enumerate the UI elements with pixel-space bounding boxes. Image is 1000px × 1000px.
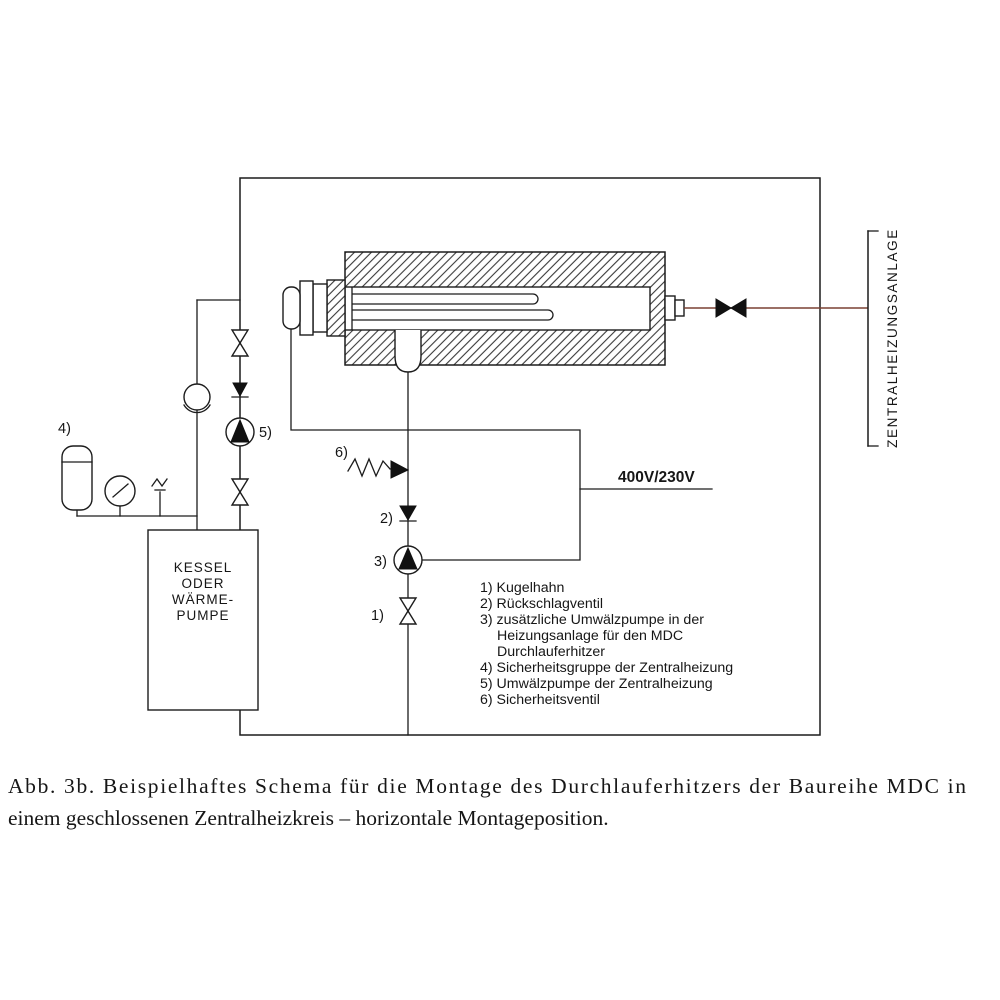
ball-valve-bottom [230,478,250,506]
outlet-fitting-right [664,295,676,321]
left-secondary-pipe [183,299,241,531]
connector-nut [326,279,346,337]
meter-loop [183,404,211,414]
component-markers: 4) 5) 6) 2) 3) 1) [58,421,393,624]
pump-3 [393,545,423,575]
caption-line-2: einem geschlossenen Zentralheizkreis – h… [8,806,609,830]
bottom-outlet-fitting [394,330,422,373]
circuit-boundary [239,177,821,736]
valve-half [230,341,250,357]
voltage-label: 400V/230V [618,469,695,486]
legend-item: 2) Rückschlagventil [480,596,603,612]
check-valve-2 [399,505,417,522]
legend-item: 3) zusätzliche Umwälzpumpe in der [480,612,704,628]
marker-3: 3) [374,554,387,570]
pump-5 [225,417,255,447]
kessel-label-line: WÄRME- [172,592,234,607]
valve-half [398,597,418,613]
heating-element-hairpin [352,309,554,321]
marker-5: 5) [259,425,272,441]
boiler-column [225,329,255,506]
legend-item: 1) Kugelhahn [480,580,564,596]
connector-ring [312,283,328,333]
kessel-outline [147,529,259,711]
marker-2: 2) [380,511,393,527]
control-cable [290,328,581,561]
electrical-end-cap [282,286,301,330]
outlet-fitting-right [674,299,685,317]
heater-mdc [282,251,685,373]
safety-group-4 [61,445,198,517]
marker-6: 6) [335,445,348,461]
valve-half [398,609,418,625]
check-valve-left [231,382,249,398]
marker-1: 1) [371,608,384,624]
connector-ring [299,280,314,336]
ball-valve-1 [398,597,418,625]
legend-item-continuation: Durchlauferhitzer [497,644,605,660]
valve-half [715,298,732,318]
check-valve-cone [232,382,248,398]
safety-valve-6 [347,457,410,479]
legend-item: 5) Umwälzpumpe der Zentralheizung [480,676,713,692]
marker-4: 4) [58,421,71,437]
valve-cone [390,460,410,479]
pressure-gauge [104,475,136,517]
kessel-label-line: PUMPE [176,608,229,623]
valve-half [230,490,250,506]
kessel-box: KESSEL ODER WÄRME- PUMPE [147,529,259,711]
pump-rotor [230,418,250,443]
heater-branch-components [347,457,423,625]
legend: 1) Kugelhahn 2) Rückschlagventil 3) zusä… [480,580,733,708]
meter-symbol [183,383,211,411]
valve-half [730,298,747,318]
electrical-wiring [290,328,713,561]
gauge-needle [112,483,129,498]
shutoff-valve-system [715,298,747,318]
expansion-vessel [61,445,93,511]
pump-rotor [398,546,418,570]
legend-item: 6) Sicherheitsventil [480,692,600,708]
valve-spring [347,457,391,478]
air-vent-valve [151,477,168,517]
system-boundary-bracket [867,230,879,447]
kessel-label-line: KESSEL [174,560,233,575]
vent-spray [151,477,168,488]
system-connection [684,230,879,447]
heating-element-hairpin [352,293,539,305]
caption-line-1: Abb. 3b. Beispielhaftes Schema für die M… [8,774,966,798]
figure-caption: Abb. 3b. Beispielhaftes Schema für die M… [8,774,966,830]
legend-item: 4) Sicherheitsgruppe der Zentralheizung [480,660,733,676]
legend-item-continuation: Heizungsanlage für den MDC [497,628,683,644]
valve-half [230,329,250,345]
system-label-vertical: ZENTRALHEIZUNGSANLAGE [885,228,900,448]
ball-valve-top [230,329,250,357]
check-valve-cone [399,505,417,522]
valve-half [230,478,250,494]
kessel-label-line: ODER [181,576,224,591]
